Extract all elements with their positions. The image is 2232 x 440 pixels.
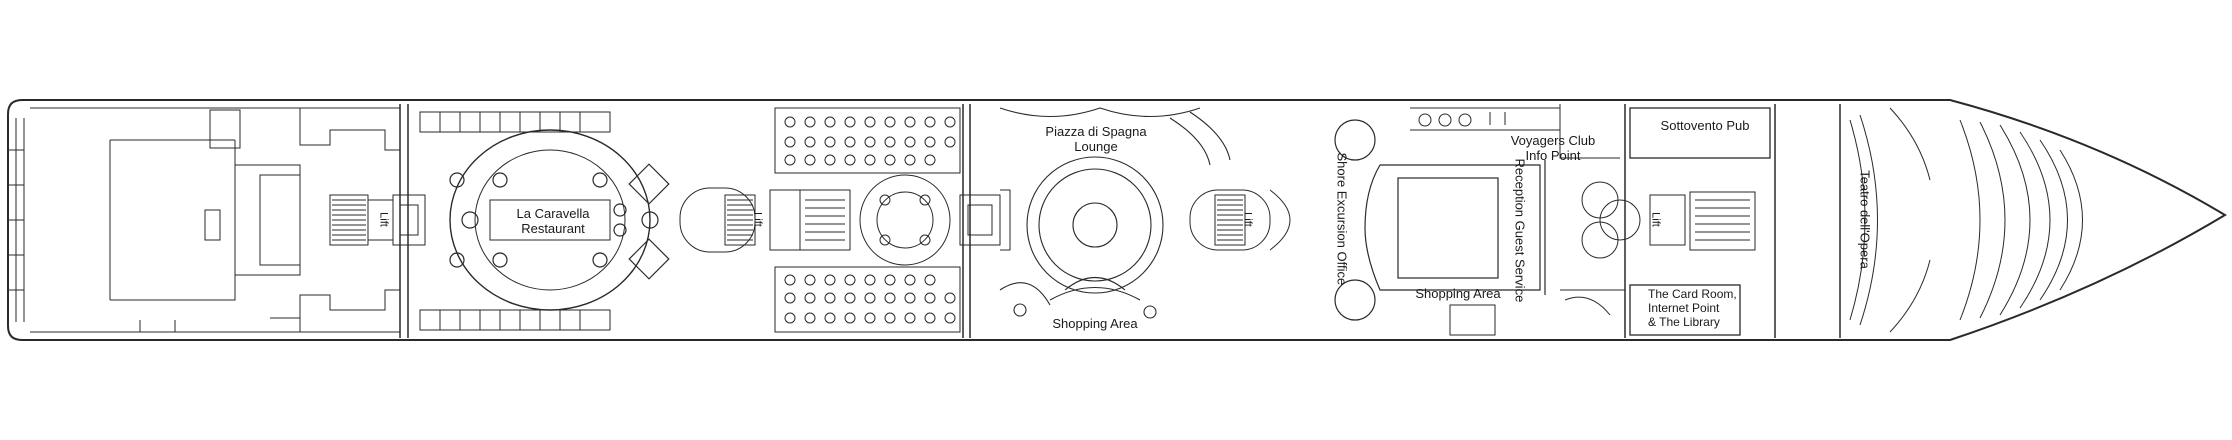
shopping-area-label-2: Shopping Area (1415, 286, 1501, 301)
la-caravella-restaurant-label: La Caravella Restaurant (516, 206, 590, 236)
lift-label-bow: Lift (1649, 212, 1662, 227)
la-caravella-oval (449, 129, 670, 311)
shore-excursion-office-label: Shore Excursion Office (1334, 152, 1350, 286)
piazza-di-spagna-lounge-label: Piazza di Spagna Lounge (1045, 124, 1147, 154)
theatre (1849, 107, 2083, 333)
restaurant-top-chairs (419, 111, 611, 331)
sottovento-pub-label: Sottovento Pub (1660, 118, 1750, 133)
forward-lift-block (1189, 189, 1291, 251)
central-round-feature (859, 174, 1011, 266)
forward-bar (1581, 181, 1756, 259)
voyagers-club (1410, 104, 1626, 338)
lift-label-aft: Lift (377, 212, 390, 227)
mid-aft-lift-block (679, 187, 851, 253)
lift-label-mid-aft: Lift (751, 212, 764, 227)
reception-guest-service-label: Reception Guest Service (1512, 158, 1528, 303)
reception-area (1334, 119, 1546, 321)
dining-grid-bottom (774, 266, 961, 333)
voyagers-club-info-point-label: Voyagers Club Info Point (1510, 133, 1596, 163)
card-room-internet-library-label: The Card Room, Internet Point & The Libr… (1648, 287, 1737, 329)
dining-grid-top (774, 107, 961, 174)
teatro-dell-opera-label: Teatro dell'Opera (1857, 170, 1873, 269)
piazza-lounge (999, 107, 1231, 319)
pub-and-library (1629, 107, 1771, 336)
shopping-area-label-1: Shopping Area (1052, 316, 1138, 331)
lift-label-forward: Lift (1241, 212, 1254, 227)
